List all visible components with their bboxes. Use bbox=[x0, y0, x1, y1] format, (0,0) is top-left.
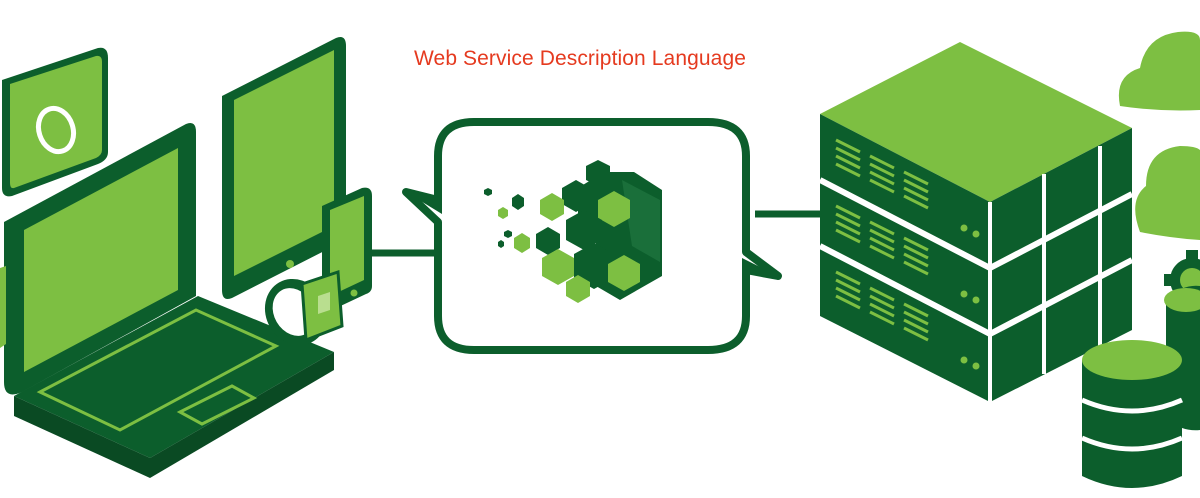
hexagon-cluster-logo-icon bbox=[484, 160, 662, 303]
diagram-title: Web Service Description Language bbox=[414, 47, 747, 70]
connector-lines bbox=[368, 210, 825, 257]
tablet-icon bbox=[222, 37, 346, 299]
server-rack-icon bbox=[818, 42, 1134, 402]
laptop-icon bbox=[4, 123, 334, 478]
partial-device-edge bbox=[0, 266, 6, 348]
smartwatch-icon bbox=[264, 269, 344, 346]
client-devices bbox=[0, 37, 372, 478]
ring-app-icon bbox=[2, 47, 108, 197]
cloud-icon bbox=[1118, 31, 1200, 240]
database-icon bbox=[1080, 285, 1200, 488]
